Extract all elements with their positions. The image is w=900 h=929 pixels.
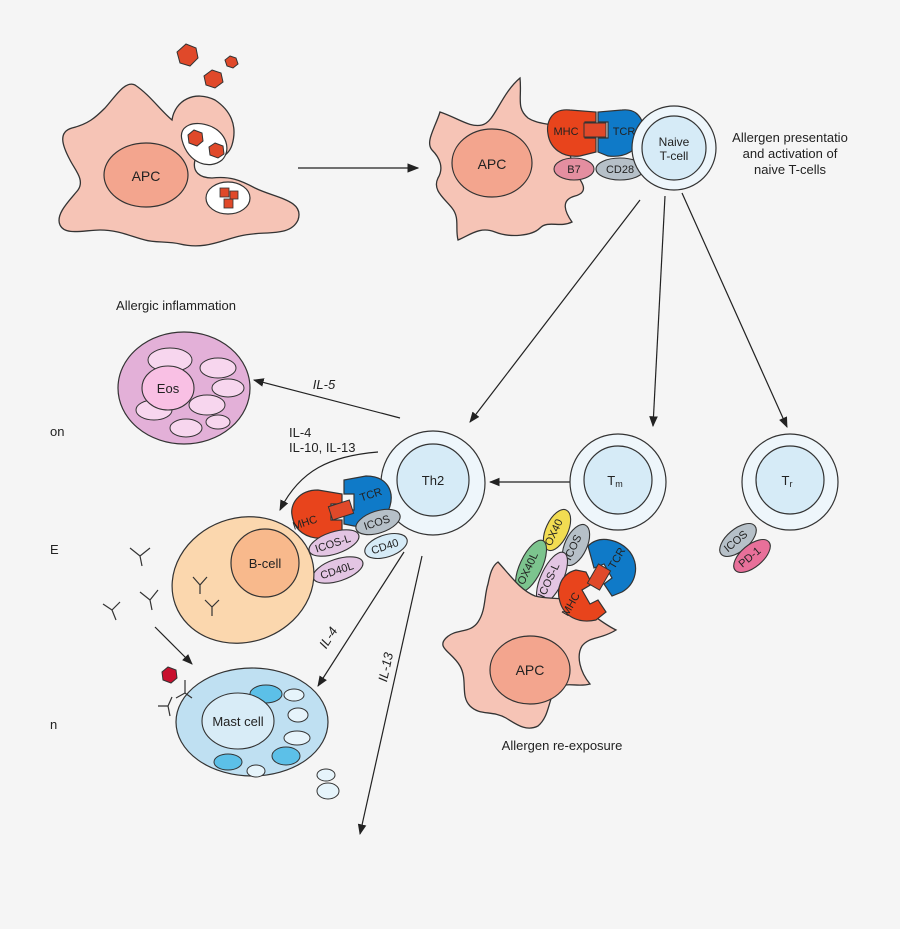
- ige-antibody: [129, 547, 151, 567]
- th2-label: Th2: [422, 473, 444, 488]
- ox40-molecule: [542, 508, 572, 552]
- il13-diag-label: IL-13: [375, 650, 396, 683]
- apc-mid-nucleus: [451, 128, 533, 198]
- tm-label: T: [607, 473, 615, 488]
- apc-bottom-nucleus: [489, 635, 571, 705]
- arrow-to-th2: [469, 199, 641, 423]
- ige-antibody: [102, 601, 121, 621]
- apc-bottom: APC MHC TCR: [442, 538, 637, 729]
- tm-apc-synapse: OX40 OX40L ICOS ICOS-L: [514, 508, 591, 605]
- b7-label: B7: [567, 164, 580, 176]
- arrow-to-tr: [681, 192, 788, 428]
- apc-left-label: APC: [132, 168, 161, 184]
- naive-label-1: Naive: [659, 135, 690, 149]
- cd40-molecule: [364, 532, 408, 560]
- ige-antibody: [204, 599, 220, 616]
- reexposure-label: Allergen re-exposure: [502, 738, 623, 753]
- bound-ige: [175, 680, 193, 699]
- presentation-text-3: naive T-cells: [754, 162, 827, 177]
- allergen-hexagon: [187, 129, 204, 147]
- tm-sub: m: [615, 479, 623, 489]
- eos-nucleus: [141, 365, 195, 411]
- pd1-molecule: [733, 538, 771, 574]
- bound-ige: [158, 696, 173, 717]
- antigen-peptide: [583, 122, 607, 138]
- naive-t-cell: Naive T-cell: [631, 105, 717, 191]
- allergen-hexagon: [176, 43, 199, 67]
- tr-label: T: [782, 473, 790, 488]
- svg-text:Tr: Tr: [782, 473, 793, 489]
- apc-bottom-label: APC: [516, 662, 545, 678]
- ige-antibody: [192, 576, 208, 594]
- tcr-molecule: [587, 538, 637, 597]
- ige-antibody: [139, 589, 159, 611]
- arrow-il13: [357, 555, 423, 836]
- mhc-label: MHC: [553, 126, 578, 138]
- icos-molecule: [355, 508, 401, 536]
- apc-mid-label: APC: [478, 156, 507, 172]
- allergen-crosslink: [161, 666, 178, 684]
- tr-sub: r: [789, 479, 792, 489]
- presentation-text-2: and activation of: [743, 146, 838, 161]
- tcr-label: TCR: [613, 126, 636, 138]
- processed-antigen: [223, 198, 234, 209]
- mast-label: Mast cell: [212, 714, 263, 729]
- mast-nucleus: [201, 692, 275, 750]
- allergic-inflammation-label: Allergic inflammation: [116, 298, 236, 313]
- mhc-molecule: [557, 569, 607, 622]
- naive-label-2: T-cell: [660, 149, 689, 163]
- eosinophil: Eos: [117, 331, 251, 445]
- b-cell: B-cell: [171, 516, 315, 644]
- endosome: [205, 181, 251, 215]
- antigen-peptide: [327, 499, 355, 521]
- th2-bcell-synapse: MHC TCR ICOS ICOS-L CD40 CD40L: [291, 475, 408, 584]
- arrow-ige-to-mast: [154, 626, 193, 665]
- memory-t-cell: Tm: [569, 433, 667, 531]
- arrow-th2-to-bcell: [279, 451, 379, 511]
- processed-antigen: [219, 187, 230, 198]
- svg-text:Tm: Tm: [607, 473, 622, 489]
- processed-antigen: [229, 190, 239, 200]
- apc-presenting: APC MHC TCR B7 CD28: [428, 76, 645, 241]
- edge-text-on: on: [50, 424, 64, 439]
- edge-text-e: E: [50, 542, 59, 557]
- apc-left: APC: [58, 43, 300, 247]
- mhc-molecule: [546, 109, 597, 157]
- il5-label: IL-5: [313, 377, 336, 392]
- allergen-hexagon: [203, 69, 224, 89]
- presentation-text-1: Allergen presentatio: [732, 130, 848, 145]
- regulatory-t-cell: Tr ICOS PD-1: [719, 433, 839, 574]
- allergen-hexagon: [208, 142, 225, 159]
- arrow-il5-to-eos: [252, 378, 401, 419]
- arrow-to-tm: [649, 195, 666, 428]
- bcell-nucleus: [230, 528, 300, 598]
- edge-text-n: n: [50, 717, 57, 732]
- apc-left-nucleus: [103, 142, 189, 208]
- cd28-label: CD28: [606, 164, 634, 176]
- il4-diag-label: IL-4: [316, 624, 341, 651]
- bcell-label: B-cell: [249, 556, 282, 571]
- mhc-molecule: [291, 489, 343, 539]
- il4-top-label: IL-4: [289, 425, 311, 440]
- arrow-il4-to-mast: [317, 551, 405, 687]
- th2-cell: Th2: [380, 430, 486, 536]
- antigen-peptide: [586, 563, 612, 591]
- eos-label: Eos: [157, 381, 180, 396]
- il10-il13-label: IL-10, IL-13: [289, 440, 356, 455]
- mast-cell: Mast cell: [158, 666, 340, 800]
- b7-molecule: [553, 157, 595, 181]
- allergen-hexagon: [224, 55, 239, 69]
